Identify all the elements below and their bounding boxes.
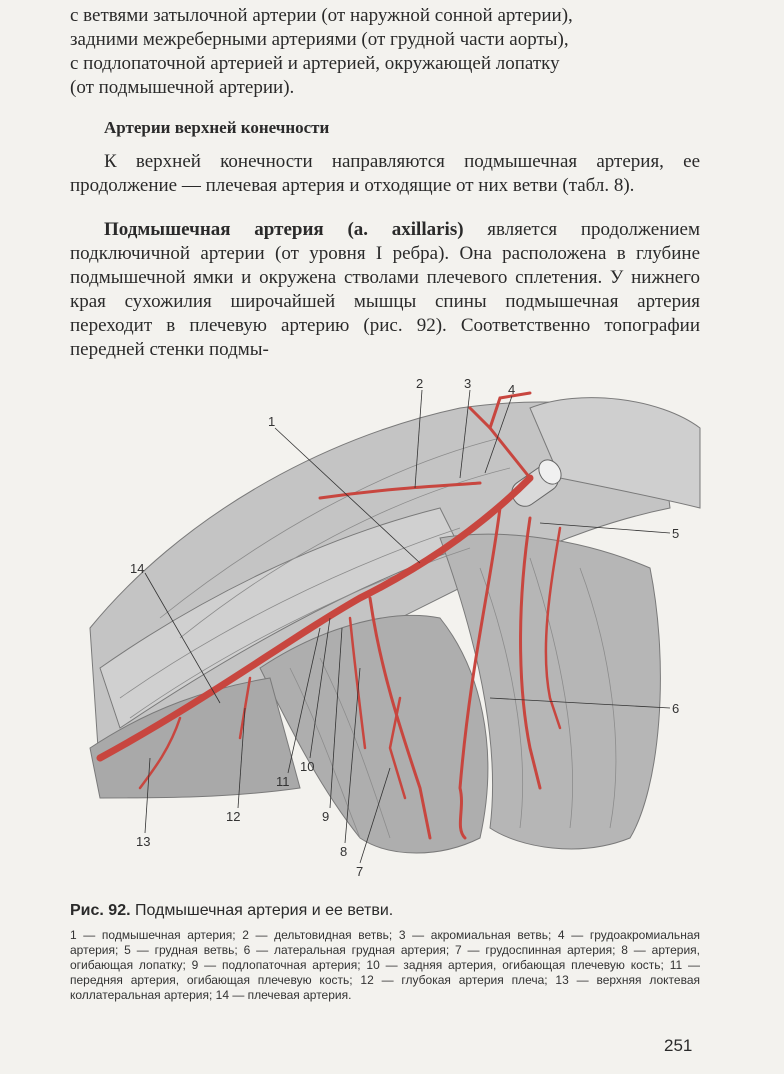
text-line: (от подмышечной артерии).: [70, 77, 295, 98]
term-axillary-artery: Подмышечная артерия (a. axillaris): [104, 219, 464, 240]
muscle-fiber-lines: [119, 437, 617, 839]
text-line: задними межреберными артериями (от грудн…: [70, 29, 569, 50]
figure-label-11: 11: [276, 774, 290, 789]
figure-label-6: 6: [672, 701, 679, 716]
text-line: с ветвями затылочной артерии (от наружно…: [70, 5, 573, 26]
page-number: 251: [664, 1036, 693, 1055]
label-leader-lines: [144, 389, 671, 864]
figure-legend: 1 — подмышечная артерия; 2 — дельтовидна…: [70, 928, 700, 1002]
text-line: с подлопаточной артерией и артерией, окр…: [70, 53, 560, 74]
figure-label-5: 5: [672, 526, 679, 541]
paragraph-axillary-body: является продолжением подключичной артер…: [70, 219, 700, 360]
figure-label-10: 10: [300, 759, 314, 774]
figure-label-12: 12: [226, 809, 240, 824]
figure-number: Рис. 92.: [70, 902, 131, 919]
figure-label-3: 3: [464, 376, 471, 391]
anatomical-figure: 1 2 3 4 5 6 7 8 9 10 11 12 13 14: [60, 368, 720, 898]
figure-label-8: 8: [340, 844, 347, 859]
figure-label-7: 7: [356, 864, 363, 879]
paragraph-intro: К верхней конечности направляются подмыш…: [70, 151, 700, 196]
figure-label-4: 4: [508, 382, 515, 397]
figure-label-13: 13: [136, 834, 150, 849]
muscle-shapes: [89, 397, 701, 854]
section-heading: Артерии верхней конечности: [104, 118, 330, 137]
figure-caption-title: Рис. 92. Подмышечная артерия и ее ветви.: [70, 902, 393, 920]
figure-title: Подмышечная артерия и ее ветви.: [130, 902, 394, 919]
axillary-artery-illustration: 1 2 3 4 5 6 7 8 9 10 11 12 13 14: [89, 376, 701, 879]
figure-label-9: 9: [322, 809, 329, 824]
artery-tree: [96, 391, 562, 840]
figure-label-2: 2: [416, 376, 423, 391]
paragraph-axillary: Подмышечная артерия (a. axillaris) являе…: [70, 218, 700, 362]
vein-tube: [511, 459, 562, 507]
figure-label-1: 1: [268, 414, 275, 429]
paragraph-continuation: с ветвями затылочной артерии (от наружно…: [70, 4, 700, 100]
figure-label-14: 14: [130, 561, 144, 576]
figure-number-labels: 1 2 3 4 5 6 7 8 9 10 11 12 13 14: [130, 376, 679, 879]
